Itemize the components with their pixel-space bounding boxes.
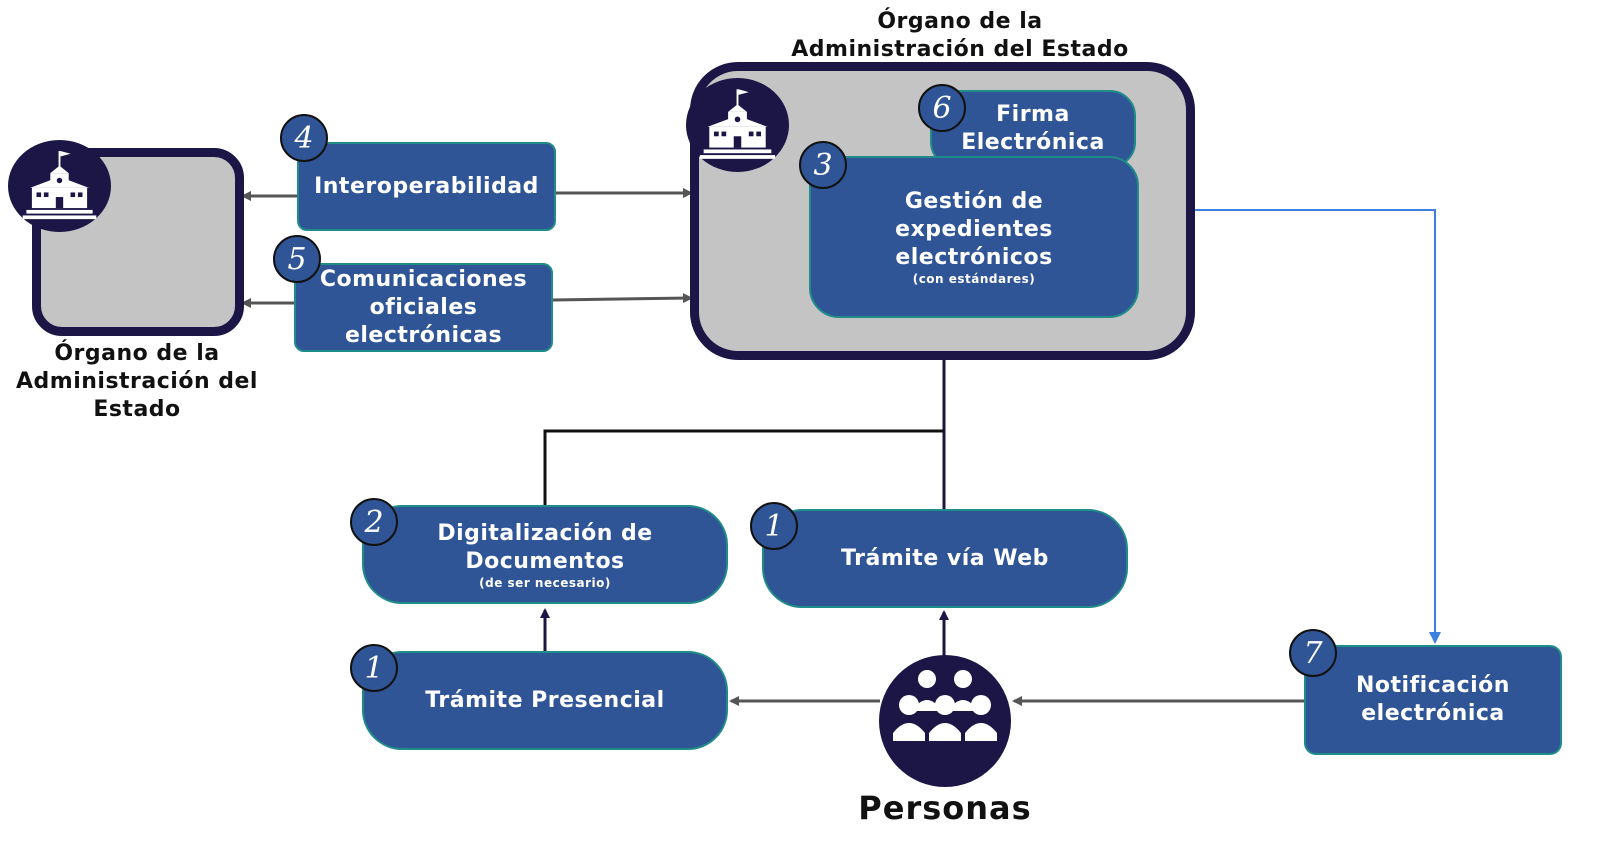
- comunicaciones-line1: Comunicaciones: [319, 266, 528, 292]
- top-organ-caption: Órgano de la Administración del Estado: [760, 8, 1160, 64]
- tramite-presencial-box: Trámite Presencial: [362, 651, 728, 750]
- interoperabilidad-label: Interoperabilidad: [314, 173, 539, 199]
- people-group-icon: [879, 655, 1011, 787]
- gestion-line1: Gestión de: [904, 189, 1044, 214]
- line-digital-to-gestion: [543, 429, 944, 505]
- tramite-presencial-label: Trámite Presencial: [425, 687, 665, 713]
- step-badge-2: 2: [350, 498, 398, 546]
- notificacion-box: Notificación electrónica: [1304, 645, 1562, 755]
- left-caption-line2: Administración del: [16, 369, 258, 394]
- arrow-comm-right: [552, 293, 693, 304]
- comunicaciones-box: Comunicaciones oficiales electrónicas: [294, 263, 553, 352]
- tramite-web-label: Trámite vía Web: [841, 545, 1049, 571]
- step-badge-6: 6: [918, 84, 966, 132]
- firma-line2: Electrónica: [961, 130, 1105, 155]
- interoperabilidad-box: Interoperabilidad: [297, 142, 556, 231]
- government-building-icon: [8, 140, 111, 232]
- digitalizacion-line1: Digitalización de: [437, 520, 653, 546]
- notificacion-line1: Notificación: [1356, 673, 1510, 698]
- gestion-expedientes-box: Gestión de expedientes electrónicos (con…: [809, 156, 1139, 318]
- step-badge-1-web: 1: [750, 502, 798, 550]
- arrow-gestion-to-notif: [1190, 209, 1441, 644]
- gestion-line2: expedientes: [895, 217, 1053, 242]
- gestion-note: (con estándares): [912, 272, 1036, 286]
- government-building-icon: [686, 78, 789, 172]
- digitalizacion-line2: Documentos: [465, 548, 625, 574]
- step-badge-1-presencial: 1: [350, 644, 398, 692]
- left-organ-caption: Órgano de la Administración del Estado: [10, 340, 264, 424]
- notificacion-line2: electrónica: [1361, 701, 1505, 726]
- step-badge-7: 7: [1289, 629, 1337, 677]
- digitalizacion-box: Digitalización de Documentos (de ser nec…: [362, 505, 728, 604]
- left-caption-line1: Órgano de la: [54, 341, 220, 366]
- top-caption-line2: Administración del Estado: [791, 37, 1129, 62]
- digitalizacion-note: (de ser necesario): [479, 575, 611, 590]
- firma-line1: Firma: [996, 102, 1070, 127]
- gestion-line3: electrónicos: [895, 245, 1053, 270]
- step-badge-4: 4: [280, 114, 328, 162]
- comunicaciones-line3: electrónicas: [344, 322, 503, 348]
- step-badge-3: 3: [799, 141, 847, 189]
- step-badge-5: 5: [273, 235, 321, 283]
- personas-label: Personas: [858, 789, 1032, 827]
- left-caption-line3: Estado: [93, 397, 181, 422]
- comunicaciones-line2: oficiales: [369, 294, 478, 320]
- top-caption-line1: Órgano de la: [877, 9, 1043, 34]
- tramite-web-box: Trámite vía Web: [762, 509, 1128, 608]
